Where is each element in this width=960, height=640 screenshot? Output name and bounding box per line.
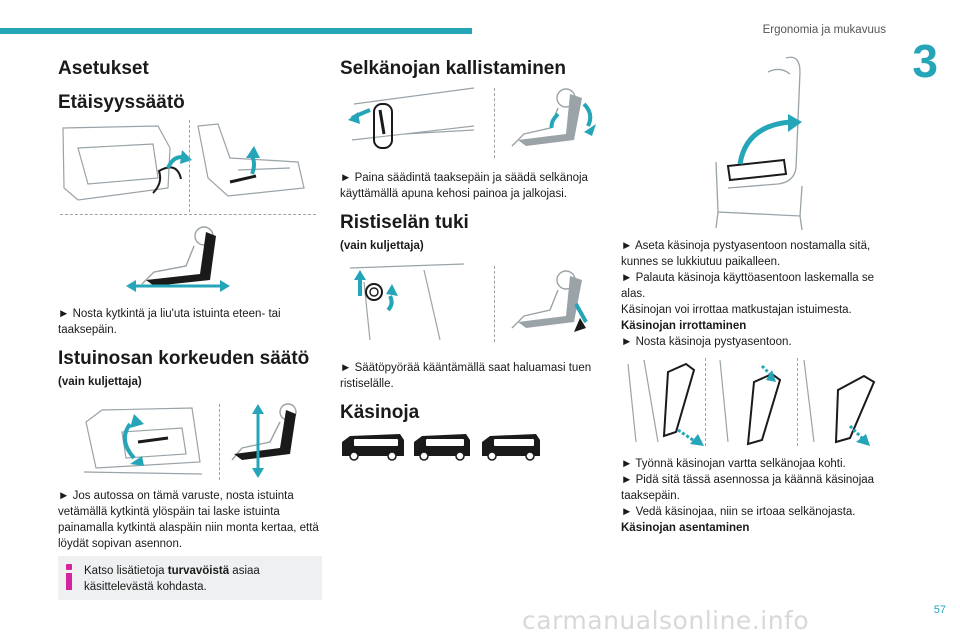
figure-divider <box>705 358 706 446</box>
armrest-raise-illustration <box>715 56 803 231</box>
figure-divider <box>494 88 495 158</box>
remove-step-2: ► Työnnä käsinojan vartta selkänojaa koh… <box>621 458 846 470</box>
seat-height-illustration <box>83 403 297 478</box>
figure-divider <box>60 214 316 215</box>
lumbar-support-illustration <box>349 263 588 341</box>
remove-step-1: ► Nosta käsinoja pystyasentoon. <box>621 336 792 348</box>
note-driver-only: (vain kuljettaja) <box>340 240 424 252</box>
armrest-step-1: ► Aseta käsinoja pystyasentoon nostamall… <box>621 240 871 268</box>
figure-divider <box>797 358 798 446</box>
height-instruction: ► Jos autossa on tämä varuste, nosta ist… <box>58 490 319 550</box>
recline-instruction: ► Paina säädintä taaksepäin ja säädä sel… <box>340 172 588 200</box>
info-text: Katso lisätietoja turvavöistä asiaa käsi… <box>84 565 260 593</box>
armrest-removal-illustration <box>627 359 876 446</box>
chapter-tab <box>888 18 960 96</box>
heading-armrest: Käsinoja <box>340 402 420 423</box>
vehicle-variants-illustration <box>342 434 540 461</box>
info-box: Katso lisätietoja turvavöistä asiaa käsi… <box>58 556 322 600</box>
remove-step-3: ► Pidä sitä tässä asennossa ja käännä kä… <box>621 474 875 502</box>
backrest-recline-illustration <box>348 87 596 149</box>
chapter-number: 3 <box>912 35 938 87</box>
lumbar-instruction: ► Säätöpyörää kääntämällä saat haluamasi… <box>340 362 592 390</box>
remove-step-4: ► Vedä käsinojaa, niin se irtoaa selkäno… <box>621 506 856 518</box>
figure-divider <box>189 120 190 212</box>
watermark: carmanualsonline.info <box>522 606 810 635</box>
heading-lumbar-support: Ristiselän tuki <box>340 212 469 233</box>
seat-slide-illustration <box>62 123 305 201</box>
note-driver-only: (vain kuljettaja) <box>58 376 142 388</box>
armrest-step-2: ► Palauta käsinoja käyttöasentoon laskem… <box>621 272 875 300</box>
heading-remove-armrest: Käsinojan irrottaminen <box>621 320 747 332</box>
section-title-settings: Asetukset <box>58 58 149 79</box>
header-accent-bar <box>0 28 472 34</box>
heading-seat-height: Istuinosan korkeuden säätö <box>58 348 310 369</box>
figure-divider <box>219 404 220 480</box>
seat-slide-person-illustration <box>126 226 230 292</box>
distance-instruction: ► Nosta kytkintä ja liu'uta istuinta ete… <box>58 308 281 336</box>
heading-backrest-recline: Selkänojan kallistaminen <box>340 58 566 79</box>
heading-distance-adjust: Etäisyyssäätö <box>58 92 185 113</box>
armrest-note: Käsinojan voi irrottaa matkustajan istui… <box>621 304 852 316</box>
figure-divider <box>494 266 495 342</box>
heading-install-armrest: Käsinojan asentaminen <box>621 522 750 534</box>
info-icon <box>66 564 72 590</box>
page-number: 57 <box>933 604 946 616</box>
header-section-title: Ergonomia ja mukavuus <box>762 24 886 36</box>
